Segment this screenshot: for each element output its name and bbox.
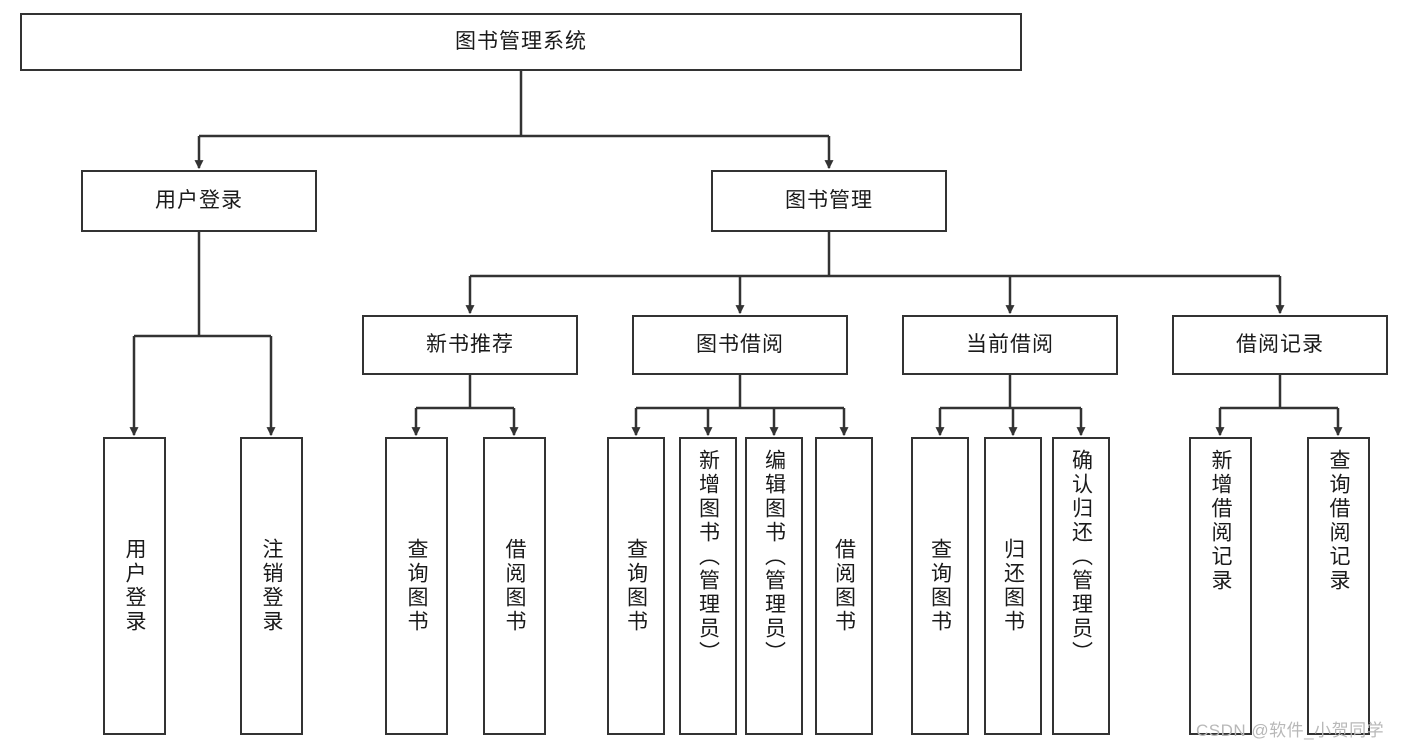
node-leaf-rec-borrow-book-label: 借阅图书 [503,538,526,634]
node-leaf-rec-borrow-book[interactable]: 借阅图书 [483,437,546,735]
node-leaf-bb-edit-book[interactable]: 编辑图书（管理员） [745,437,803,735]
node-leaf-bb-query-book[interactable]: 查询图书 [607,437,665,735]
node-user-login-label: 用户登录 [155,188,243,212]
node-leaf-user-logout-label: 注销登录 [260,538,283,634]
node-leaf-bb-query-book-label: 查询图书 [624,538,648,634]
node-book-borrow[interactable]: 图书借阅 [632,315,848,375]
node-new-book-recommend-label: 新书推荐 [426,332,514,356]
node-leaf-br-query-record-label: 查询借阅记录 [1327,449,1350,593]
node-leaf-user-login-label: 用户登录 [123,538,146,634]
node-book-management[interactable]: 图书管理 [711,170,947,232]
node-leaf-bb-borrow-book[interactable]: 借阅图书 [815,437,873,735]
node-leaf-user-logout[interactable]: 注销登录 [240,437,303,735]
node-root-label: 图书管理系统 [455,29,587,53]
node-leaf-bb-add-book[interactable]: 新增图书（管理员） [679,437,737,735]
node-current-borrow-label: 当前借阅 [966,332,1054,356]
node-leaf-br-add-record-label: 新增借阅记录 [1209,449,1232,593]
node-book-management-label: 图书管理 [785,188,873,212]
node-user-login[interactable]: 用户登录 [81,170,317,232]
node-borrow-records-label: 借阅记录 [1236,332,1324,356]
node-leaf-cb-query-book[interactable]: 查询图书 [911,437,969,735]
node-current-borrow[interactable]: 当前借阅 [902,315,1118,375]
node-book-borrow-label: 图书借阅 [696,332,784,356]
csdn-watermark: CSDN @软件_小贺同学 [1196,721,1385,740]
node-leaf-br-add-record[interactable]: 新增借阅记录 [1189,437,1252,735]
node-leaf-cb-confirm-return-label: 确认归还（管理员） [1069,449,1093,665]
node-leaf-cb-confirm-return[interactable]: 确认归还（管理员） [1052,437,1110,735]
node-leaf-bb-add-book-label: 新增图书（管理员） [696,449,720,665]
node-leaf-bb-edit-book-label: 编辑图书（管理员） [762,449,786,665]
node-leaf-rec-query-book[interactable]: 查询图书 [385,437,448,735]
node-leaf-cb-return-book[interactable]: 归还图书 [984,437,1042,735]
node-leaf-br-query-record[interactable]: 查询借阅记录 [1307,437,1370,735]
node-leaf-rec-query-book-label: 查询图书 [405,538,428,634]
node-leaf-user-login[interactable]: 用户登录 [103,437,166,735]
node-leaf-bb-borrow-book-label: 借阅图书 [832,538,856,634]
node-leaf-cb-return-book-label: 归还图书 [1001,538,1025,634]
node-borrow-records[interactable]: 借阅记录 [1172,315,1388,375]
node-leaf-cb-query-book-label: 查询图书 [928,538,952,634]
node-new-book-recommend[interactable]: 新书推荐 [362,315,578,375]
node-root[interactable]: 图书管理系统 [20,13,1022,71]
